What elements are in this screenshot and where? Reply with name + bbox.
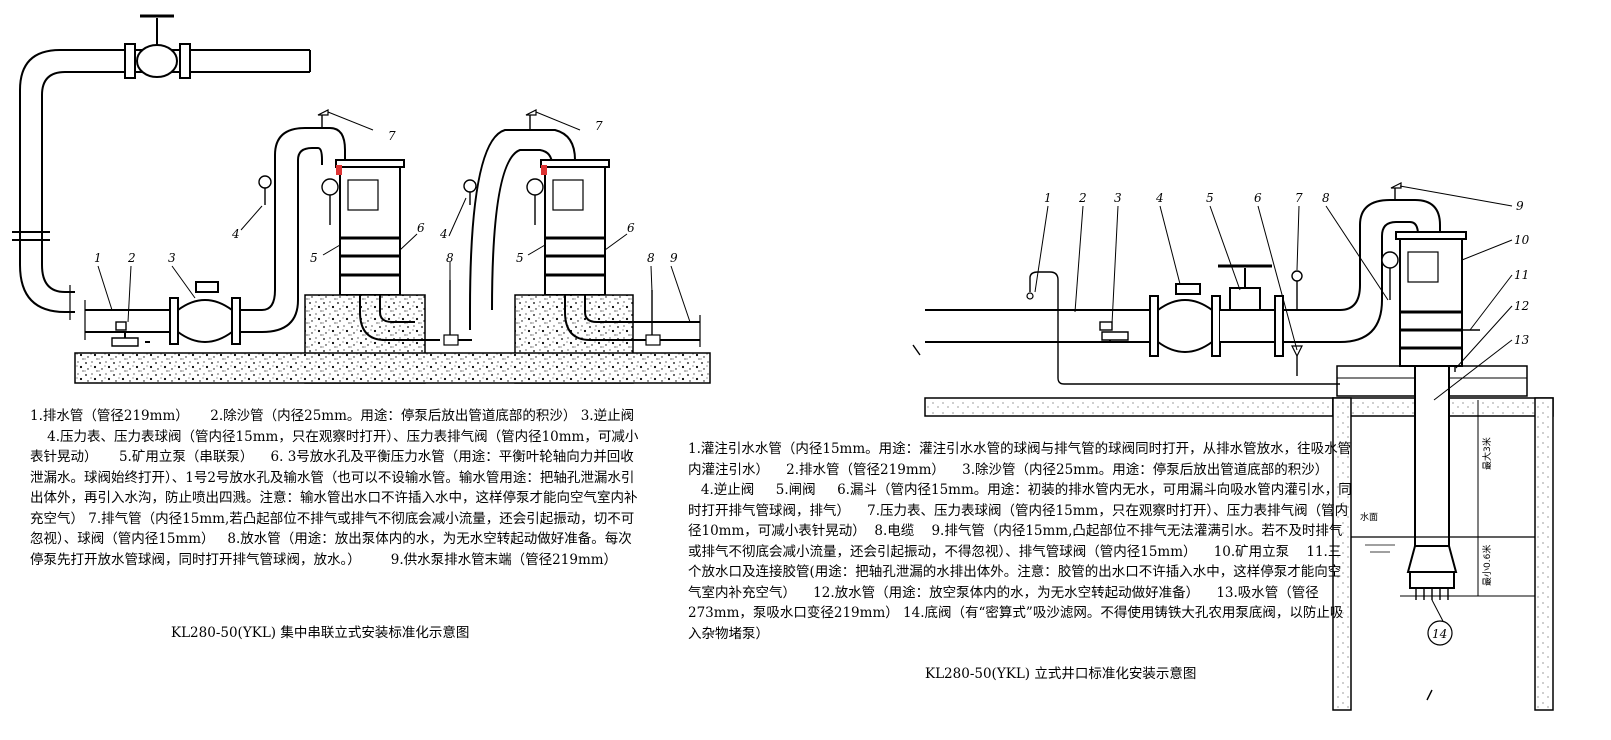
right-label-11: 11 — [1514, 268, 1529, 282]
left-legend-item-3: 3.逆止阀 — [580, 408, 635, 424]
left-label-1: 1 — [94, 251, 102, 265]
left-label-8b: 8 — [647, 251, 655, 265]
right-label-8: 8 — [1322, 191, 1330, 205]
left-legend-item-5: 5.矿用立泵（串联泵） — [118, 449, 254, 465]
left-legend-item-1: 1.排水管（管径219mm） — [30, 408, 189, 424]
left-legend: 1.排水管（管径219mm） 2.除沙管（内径25mm。用途：停泵后放出管道底部… — [30, 406, 640, 570]
left-label-5a: 5 — [310, 251, 318, 265]
left-number-labels: 1 2 3 4 5 6 7 8 4 5 6 7 8 9 — [94, 119, 678, 265]
left-diagram — [12, 14, 711, 384]
right-label-12: 12 — [1514, 299, 1529, 313]
min-depth-label: 最小0.6米 — [1481, 545, 1493, 586]
right-label-3: 3 — [1114, 191, 1122, 205]
max-depth-label: 最大3米 — [1481, 437, 1493, 470]
right-legend-item-7: 7.压力表、压力表球阀（管内径15mm，只在观察时打开）、压力表排气阀（管内径1… — [688, 502, 1349, 540]
right-number-labels: 1 2 3 4 5 6 7 8 9 10 11 12 13 14 水面 最大3米… — [1044, 191, 1530, 641]
left-legend-item-4: 4.压力表、压力表球阀（管内径15mm，只在观察时打开）、压力表排气阀（管内径1… — [30, 428, 639, 466]
left-label-6b: 6 — [627, 221, 635, 235]
left-label-9: 9 — [670, 251, 678, 265]
left-label-6a: 6 — [417, 221, 425, 235]
right-legend-item-9: 9.排气管（内径15mm,凸起部位不排气无法灌满引水。若不及时排气或排气不彻底会… — [688, 523, 1343, 560]
right-legend-item-5: 5.闸阀 — [775, 482, 816, 498]
right-label-7: 7 — [1295, 191, 1303, 205]
water-level-label: 水面 — [1360, 511, 1378, 523]
right-label-1: 1 — [1044, 191, 1052, 205]
right-legend-item-14: 14.底阀（有“密算式”吸沙滤网。不得使用铸铁大孔农用泵底阀，以防止吸入杂物堵泵… — [688, 605, 1344, 642]
left-legend-item-9: 9.供水泵排水管末端（管径219mm） — [390, 551, 618, 568]
left-legend-item-2: 2.除沙管（内径25mm。用途：停泵后放出管道底部的积沙） — [210, 408, 577, 424]
right-label-14: 14 — [1432, 627, 1447, 641]
left-label-7a: 7 — [388, 129, 396, 143]
right-label-6: 6 — [1254, 191, 1262, 205]
left-label-5b: 5 — [516, 251, 524, 265]
left-label-7b: 7 — [595, 119, 603, 133]
right-legend-item-2: 2.排水管（管径219mm） — [786, 461, 945, 478]
right-label-10: 10 — [1514, 233, 1530, 247]
left-legend-item-7: 7.排气管（内径15mm,若凸起部位不排气或排气不彻底会减小流量，还会引起振动，… — [30, 510, 635, 548]
left-label-2: 2 — [127, 251, 136, 265]
right-legend-item-12: 12.放水管（用途：放空泵体内的水，为无水空转起动做好准备） — [813, 584, 1200, 601]
left-label-3: 3 — [168, 251, 176, 265]
left-legend-item-6: 6. 3号放水孔及平衡压力水管（用途：平衡叶轮轴向力并回收泄漏水。球阀始终打开）… — [30, 449, 638, 527]
right-legend-item-8: 8.电缆 — [874, 523, 915, 539]
right-caption: KL280-50(YKL) 立式井口标准化安装示意图 — [925, 666, 1197, 682]
right-legend-item-10: 10.矿用立泵 — [1213, 543, 1290, 560]
right-label-5: 5 — [1206, 191, 1214, 205]
right-label-4: 4 — [1155, 191, 1164, 205]
right-label-13: 13 — [1514, 333, 1530, 347]
right-legend-item-13: 13.吸水管（管径273mm，泵吸水口变径219mm） — [688, 584, 1319, 622]
right-label-2: 2 — [1078, 191, 1087, 205]
right-legend-item-1: 1.灌注引水水管（内径15mm。用途：灌注引水水管的球阀与排气管的球阀同时打开，… — [688, 441, 1352, 478]
left-label-4a: 4 — [231, 227, 240, 241]
right-legend: 1.灌注引水水管（内径15mm。用途：灌注引水水管的球阀与排气管的球阀同时打开，… — [688, 439, 1353, 644]
left-caption: KL280-50(YKL) 集中串联立式安装标准化示意图 — [171, 625, 470, 641]
right-diagram — [912, 182, 1554, 711]
right-legend-item-11: 11.三个放水口及连接胶管(用途：把轴孔泄漏的水排出体外。注意：胶管的出水口不许… — [688, 543, 1342, 601]
right-legend-item-4: 4.逆止阀 — [700, 482, 755, 498]
left-label-4b: 4 — [439, 227, 448, 241]
left-label-8a: 8 — [446, 251, 454, 265]
right-legend-item-3: 3.除沙管（内径25mm。用途：停泵后放出管道底部的积沙） — [962, 461, 1329, 478]
right-legend-item-6: 6.漏斗（管内径15mm。用途：初装的排水管内无水，可用漏斗向吸水管内灌引水，同… — [688, 482, 1352, 519]
right-label-9: 9 — [1516, 199, 1524, 213]
left-legend-item-8: 8.放水管（用途：放出泵体内的水，为无水空转起动做好准备。每次停泵先打开放水管球… — [30, 531, 632, 568]
